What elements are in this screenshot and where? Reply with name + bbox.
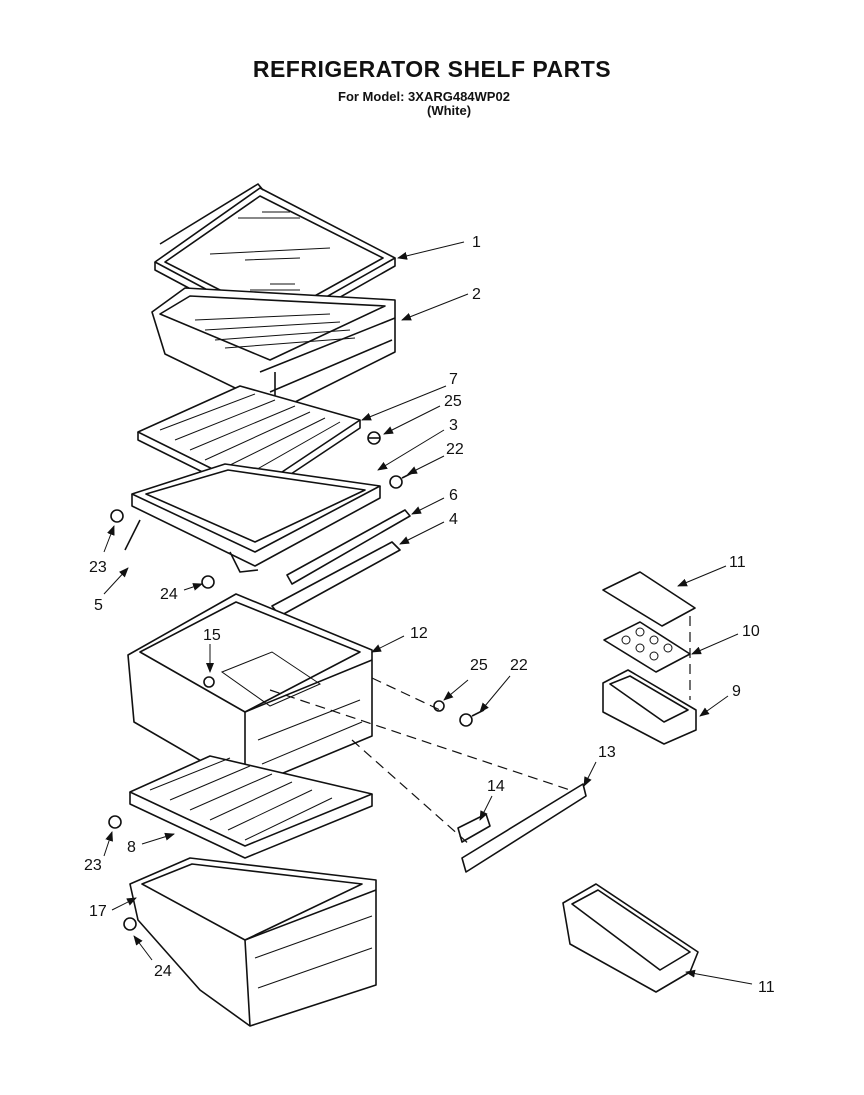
screw-25-upper	[367, 431, 381, 445]
callout-25: 25	[470, 657, 488, 674]
part-10-egg-tray	[603, 621, 691, 673]
callout-15: 15	[203, 627, 221, 644]
model-color: (White)	[427, 103, 472, 118]
part-6-rail	[286, 509, 411, 585]
callout-23: 23	[84, 857, 102, 874]
screw-15	[203, 676, 215, 688]
part-13-bracket	[461, 783, 587, 873]
part-12-crisper-drawer	[127, 593, 373, 787]
callout-9: 9	[732, 683, 741, 700]
callout-2: 2	[472, 286, 481, 303]
callout-17: 17	[89, 903, 107, 920]
part-9-dairy-bin	[602, 669, 697, 745]
screw-24-upper	[201, 575, 215, 589]
callout-22: 22	[510, 657, 528, 674]
callout-1: 1	[472, 234, 481, 251]
callout-13: 13	[598, 744, 616, 761]
callout-11: 11	[758, 979, 775, 996]
part-8-lower-shelf	[129, 755, 373, 859]
part-17-bottom-drawer	[129, 857, 377, 1027]
callout-10: 10	[742, 623, 760, 640]
screw-25-lower	[433, 700, 445, 712]
part-3-shelf-frame	[124, 463, 381, 573]
screw-22-upper	[389, 471, 415, 489]
callout-22: 22	[446, 441, 464, 458]
callout-8: 8	[127, 839, 136, 856]
callout-5: 5	[94, 597, 103, 614]
callout-4: 4	[449, 511, 458, 528]
callout-12: 12	[410, 625, 428, 642]
callout-3: 3	[449, 417, 458, 434]
screw-24-lower	[123, 917, 137, 931]
callout-25: 25	[444, 393, 462, 410]
callout-24: 24	[160, 586, 178, 603]
leader-lines	[103, 241, 753, 985]
callout-11: 11	[729, 554, 746, 571]
callout-23: 23	[89, 559, 107, 576]
page-title: REFRIGERATOR SHELF PARTS	[252, 56, 612, 82]
callout-6: 6	[449, 487, 458, 504]
screw-23-lower	[108, 815, 122, 829]
callout-24: 24	[154, 963, 172, 980]
screw-22-lower	[459, 709, 485, 727]
callout-14: 14	[487, 778, 505, 795]
part-2-pan	[151, 287, 396, 413]
part-11-door-bin	[562, 883, 699, 993]
assembly-lines	[269, 616, 691, 846]
model-number: For Model: 3XARG484WP02	[338, 89, 510, 104]
callout-7: 7	[449, 371, 458, 388]
callout-labels: 1 2 7 25 3 22 6 4 23 5 24 11 10 9 12 15 …	[84, 234, 775, 996]
part-11-bin-cover	[602, 571, 696, 627]
screw-23-upper	[110, 509, 124, 523]
